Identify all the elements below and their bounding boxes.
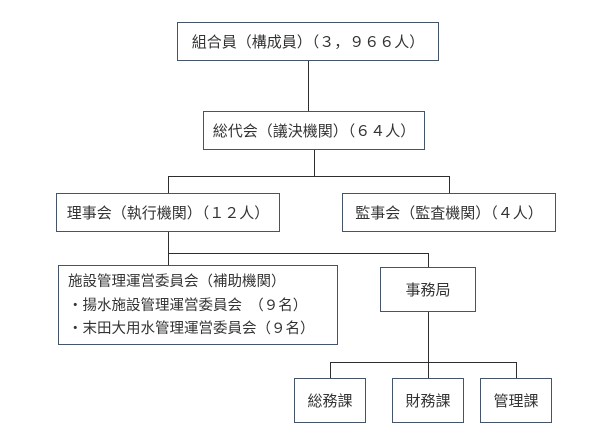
node-members-label: 組合員（構成員）（３，９６６人） (191, 33, 425, 51)
node-general-assembly-label: 総代会（議決機関）（６４人） (212, 122, 416, 140)
facility-committee-item-2: ・末田大用水管理運営委員会（９名） (68, 321, 315, 337)
connector-assembly-stem (314, 150, 315, 176)
node-secretariat-label: 事務局 (405, 281, 451, 299)
connector-drop-secretariat (428, 253, 429, 267)
node-administration-label: 管理課 (493, 392, 539, 410)
connector-secretariat-stem (428, 312, 429, 378)
node-auditors-label: 監事会（監査機関）（４人） (355, 204, 543, 222)
connector-drop-auditors (449, 176, 450, 193)
connector-assembly-branch (168, 176, 450, 177)
node-board-of-directors-label: 理事会（執行機関）（１２人） (66, 204, 270, 222)
facility-committee-title: 施設管理運営委員会（補助機関） (68, 274, 286, 290)
node-finance-label: 財務課 (405, 392, 451, 410)
connector-directors-stem (168, 232, 169, 265)
facility-committee-item-1: ・揚水施設管理運営委員会 （９名） (68, 297, 308, 314)
node-general-assembly: 総代会（議決機関）（６４人） (203, 111, 425, 150)
node-finance-section: 財務課 (392, 378, 464, 423)
node-general-affairs-section: 総務課 (294, 378, 366, 423)
node-general-affairs-label: 総務課 (307, 392, 353, 410)
connector-members-to-assembly (308, 61, 309, 111)
node-facility-committee: 施設管理運営委員会（補助機関） ・揚水施設管理運営委員会 （９名） ・末田大用水… (58, 265, 338, 345)
node-board-of-directors: 理事会（執行機関）（１２人） (56, 193, 280, 232)
connector-directors-branch (168, 253, 428, 254)
connector-drop-directors (168, 176, 169, 193)
node-secretariat: 事務局 (380, 267, 476, 312)
node-auditors: 監事会（監査機関）（４人） (342, 193, 556, 232)
connector-drop-general-affairs (330, 362, 331, 378)
connector-sections-branch (330, 362, 516, 363)
node-administration-section: 管理課 (480, 378, 552, 423)
connector-drop-administration (516, 362, 517, 378)
node-members: 組合員（構成員）（３，９６６人） (177, 22, 439, 61)
